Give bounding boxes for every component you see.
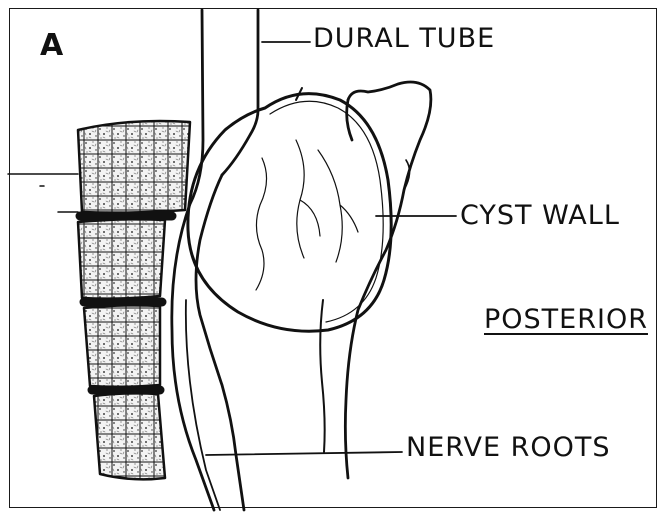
vertebra-3 xyxy=(84,305,160,386)
dural-tube xyxy=(172,10,258,510)
dural-tube-label: DURAL TUBE xyxy=(313,23,495,54)
cyst xyxy=(188,88,391,331)
vertebra-1 xyxy=(78,121,190,213)
nerve-roots-label: NERVE ROOTS xyxy=(406,432,611,463)
panel-letter: A xyxy=(40,28,63,63)
cyst-wall-outline xyxy=(188,94,391,332)
anterior-marks xyxy=(8,174,78,212)
leader-lines xyxy=(206,42,456,455)
vertebra-4 xyxy=(94,393,165,479)
vertebra-2 xyxy=(78,219,165,298)
posterior-label: POSTERIOR xyxy=(484,304,648,335)
cyst-wall-label: CYST WALL xyxy=(460,200,620,231)
